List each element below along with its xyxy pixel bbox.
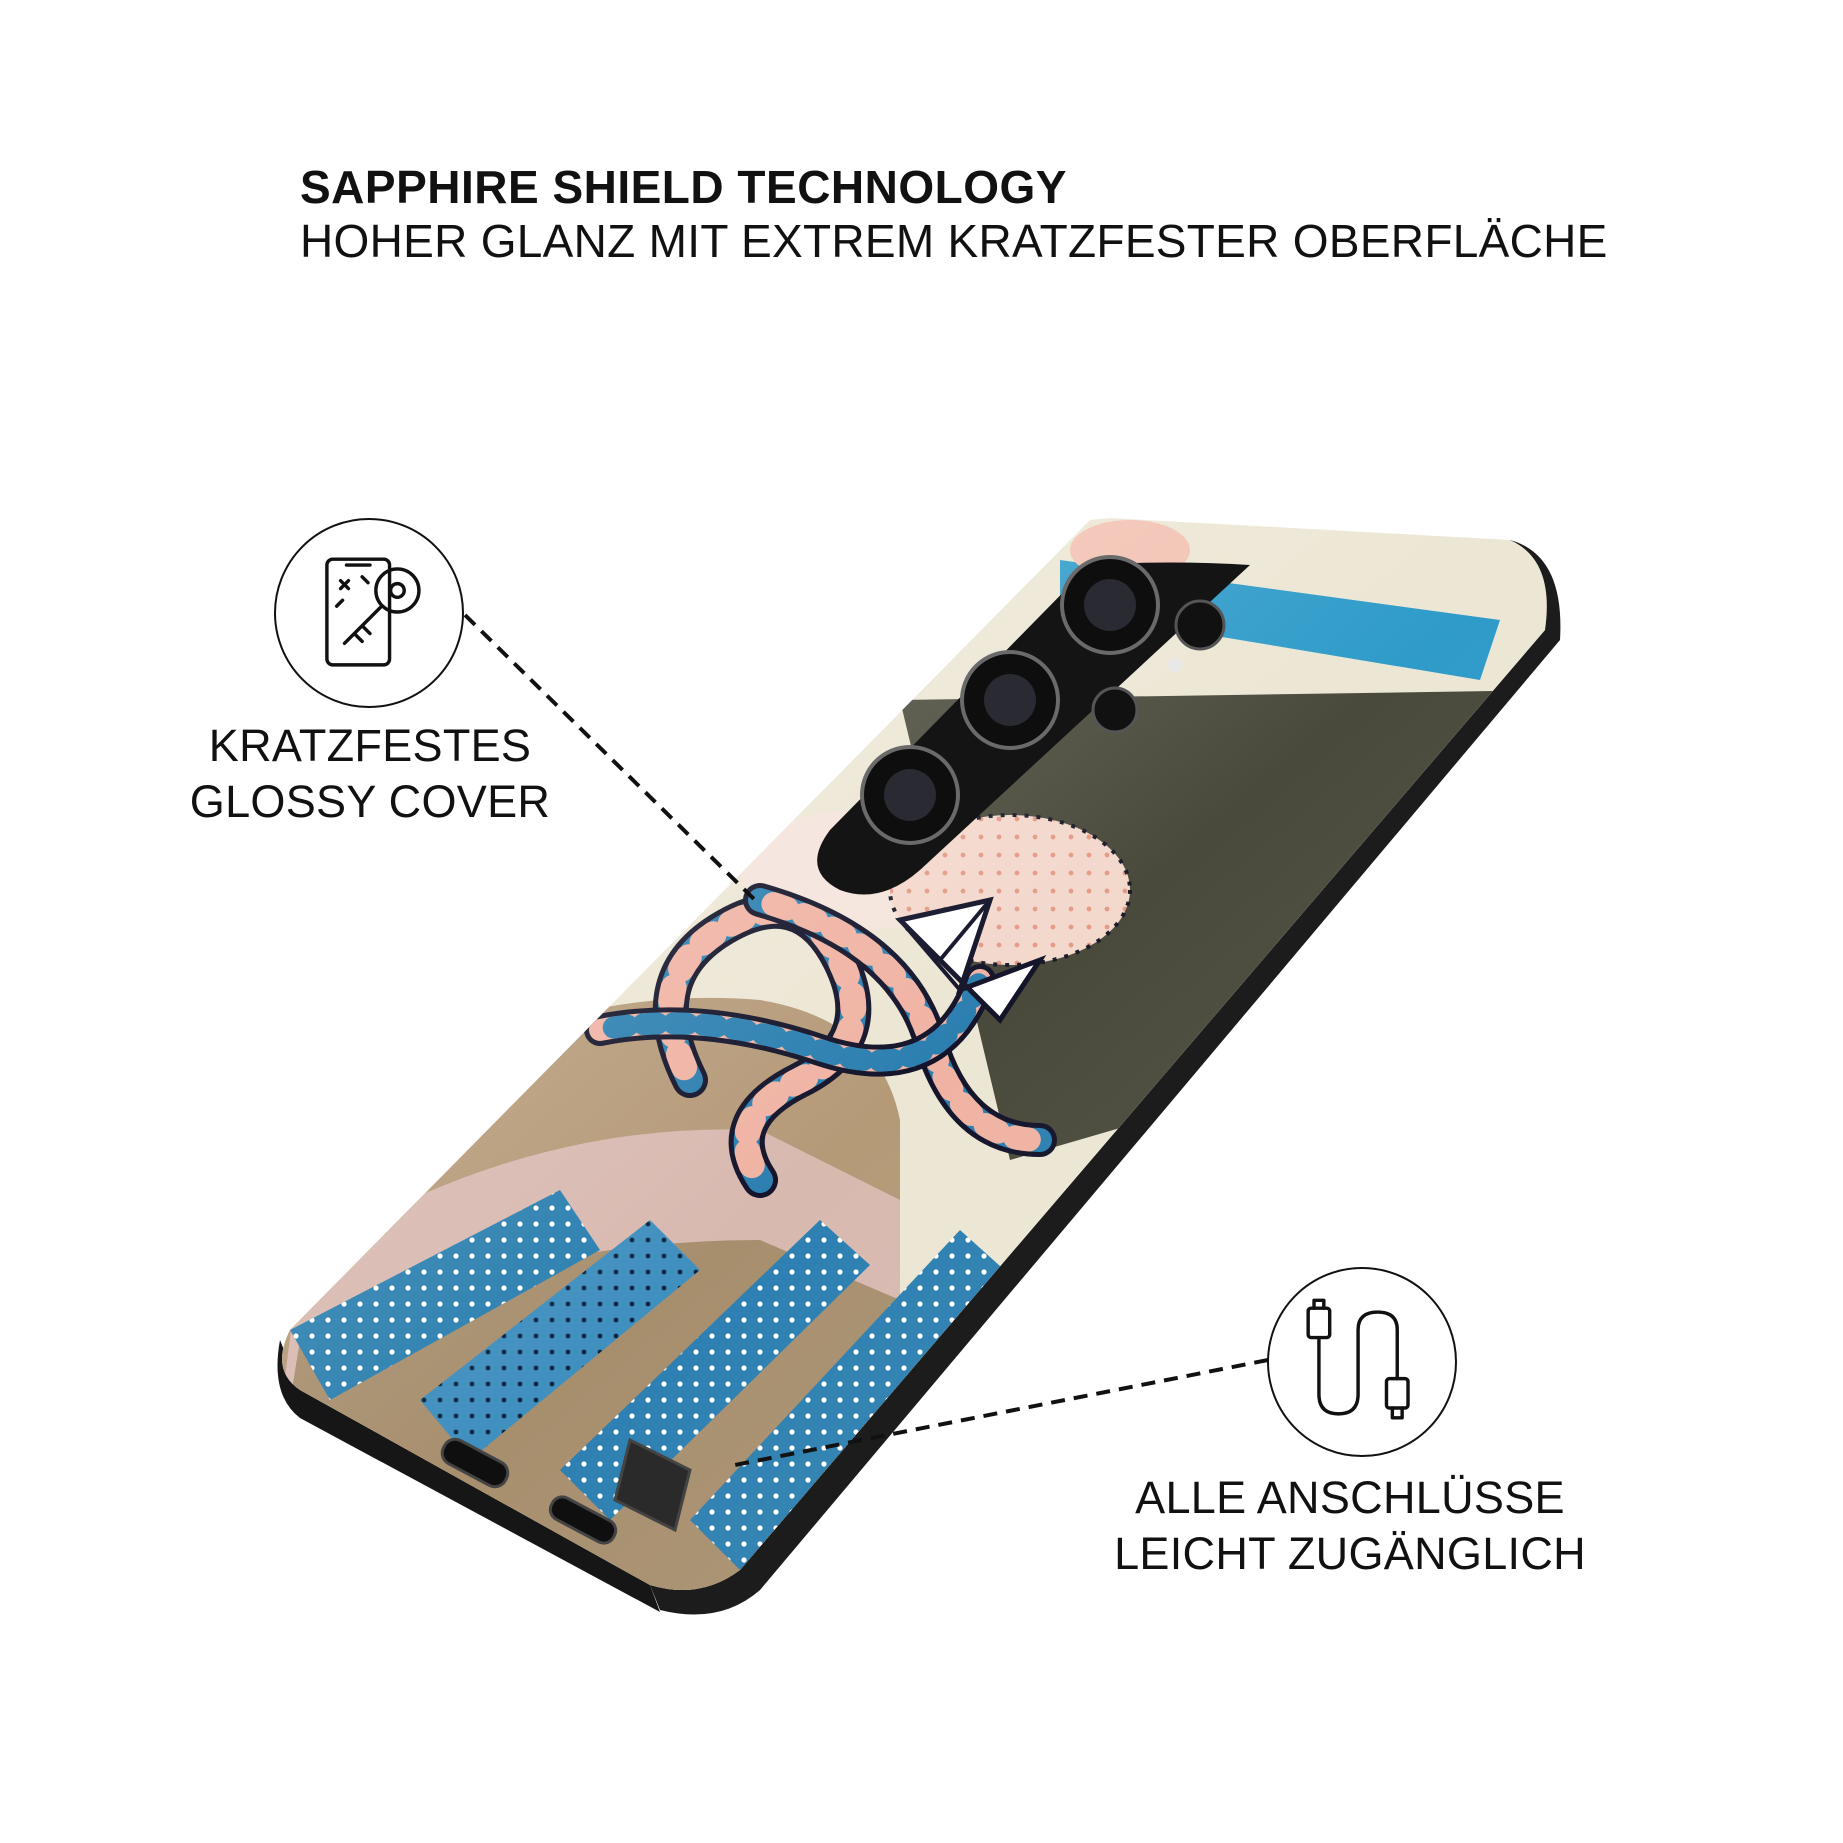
feature-ports-label: ALLE ANSCHLÜSSE LEICHT ZUGÄNGLICH [1090, 1470, 1610, 1582]
usb-cable-icon [1267, 1267, 1457, 1457]
feature-ports-line1: ALLE ANSCHLÜSSE [1135, 1472, 1565, 1523]
headline-title: SAPPHIRE SHIELD TECHNOLOGY [300, 161, 1067, 213]
bottom-ports [440, 1437, 692, 1545]
headline: SAPPHIRE SHIELD TECHNOLOGY HOHER GLANZ M… [300, 160, 1608, 268]
phone-key-icon [274, 518, 464, 708]
camera-module [817, 555, 1250, 895]
feature-scratch-line1: KRATZFESTES [208, 720, 532, 771]
headline-subtitle: HOHER GLANZ MIT EXTREM KRATZFESTER OBERF… [300, 215, 1608, 267]
feature-scratch-line2: GLOSSY COVER [189, 776, 551, 827]
feature-scratch-label: KRATZFESTES GLOSSY COVER [160, 718, 580, 830]
feature-ports-line2: LEICHT ZUGÄNGLICH [1114, 1528, 1586, 1579]
case-bottom-edge [277, 1340, 660, 1612]
